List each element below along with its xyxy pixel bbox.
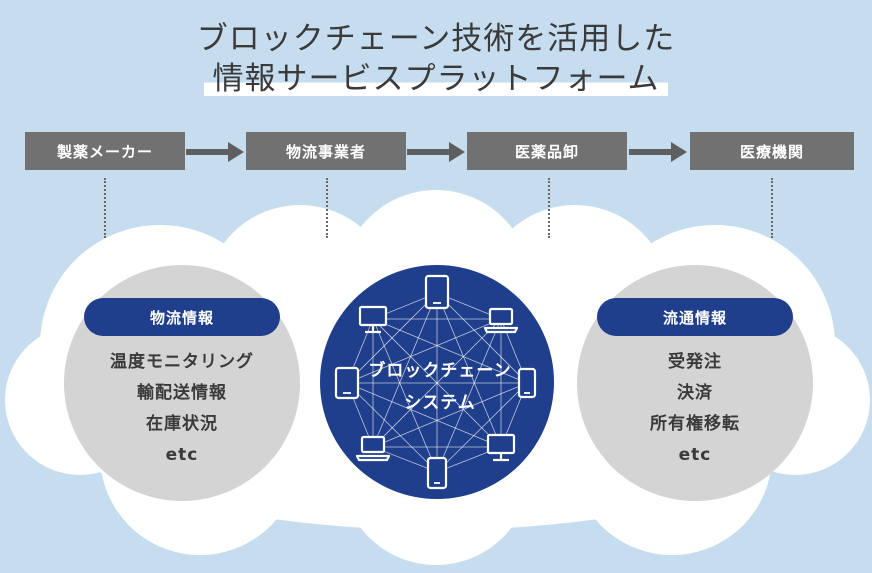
smartphone-icon [517,367,537,399]
list-item: etc [165,445,199,465]
list-item: 温度モニタリング [110,352,254,372]
arrow-right-icon [407,142,465,162]
list-item: 在庫状況 [146,414,218,434]
tablet-icon [334,366,360,400]
arrow-right-icon [629,142,687,162]
page-title-line-1: ブロックチェーン技術を活用した [196,21,676,57]
monitor-icon [358,305,388,334]
page-title-line-2: 情報サービスプラットフォーム [204,62,668,99]
list-item: etc [678,445,712,465]
dotted-connector [326,178,328,238]
tablet-icon [424,274,450,310]
smartphone-icon [426,456,448,490]
logistics-info-label: 物流情報 [84,298,280,336]
arrow-right-icon [186,142,244,162]
stage-medical-institution: 医療機関 [690,132,854,170]
stage-wholesaler: 医薬品卸 [467,132,627,170]
logistics-info-list: 温度モニタリング 輸配送情報 在庫状況 etc [82,347,282,471]
laptop-icon [355,435,391,462]
stage-pharma-maker: 製薬メーカー [25,132,185,170]
blockchain-label-line-1: ブロックチェーン [368,361,512,381]
dotted-connector [771,178,773,238]
dotted-connector [104,178,106,238]
list-item: 決済 [677,383,713,403]
distribution-info-label: 流通情報 [597,298,793,336]
page-title-line-2-wrapper: 情報サービスプラットフォーム [0,62,872,99]
blockchain-label-line-2: システム [404,393,476,413]
list-item: 受発注 [668,352,722,372]
list-item: 所有権移転 [650,414,740,434]
laptop-icon [483,307,519,334]
list-item: 輸配送情報 [137,383,227,403]
monitor-icon [486,433,516,462]
dotted-connector [548,178,550,238]
distribution-info-list: 受発注 決済 所有権移転 etc [595,347,795,471]
stage-logistics: 物流事業者 [246,132,406,170]
